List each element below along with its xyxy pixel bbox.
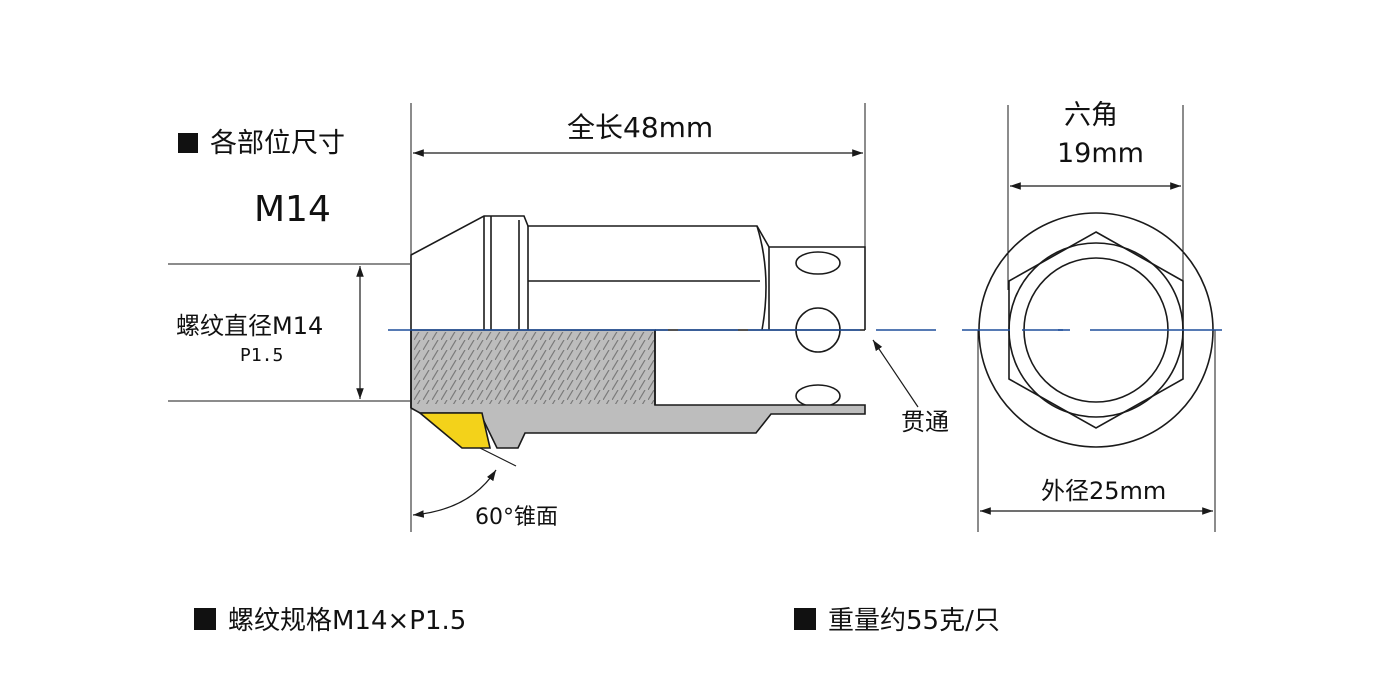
cone-angle-arc — [412, 469, 497, 518]
through-hole-bottom — [795, 384, 841, 408]
thread-pitch-label: P1.5 — [240, 345, 284, 366]
through-label: 贯通 — [901, 408, 949, 436]
thread-spec-text: 螺纹规格M14×P1.5 — [228, 606, 467, 636]
hex-size-label: 19mm — [1057, 138, 1144, 169]
thread-diameter-label: 螺纹直径M14 — [176, 312, 324, 340]
cone-leader — [479, 447, 517, 467]
cone-label: 60°锥面 — [475, 505, 558, 530]
bullet-square-icon — [178, 133, 198, 153]
size-label: M14 — [254, 189, 331, 230]
section-title: 各部位尺寸 — [178, 130, 345, 157]
weight-text: 重量约55克/只 — [828, 606, 1000, 636]
thread-spec-footer: 螺纹规格M14×P1.5 — [194, 608, 466, 634]
cone-seat — [417, 412, 492, 449]
hex-outline — [1008, 231, 1184, 429]
outer-diameter-label: 外径25mm — [1041, 477, 1167, 505]
thread-section — [414, 332, 654, 404]
bullet-square-icon — [794, 608, 816, 630]
nut-section-view — [410, 329, 866, 449]
through-leader — [872, 339, 919, 408]
bullet-square-icon — [194, 608, 216, 630]
dimension-lines — [356, 149, 1213, 518]
total-length-label: 全长48mm — [567, 111, 714, 144]
section-title-text: 各部位尺寸 — [210, 128, 345, 159]
hex-label: 六角 — [1064, 100, 1118, 131]
weight-footer: 重量约55克/只 — [794, 608, 1000, 634]
through-hole-top — [795, 251, 841, 275]
